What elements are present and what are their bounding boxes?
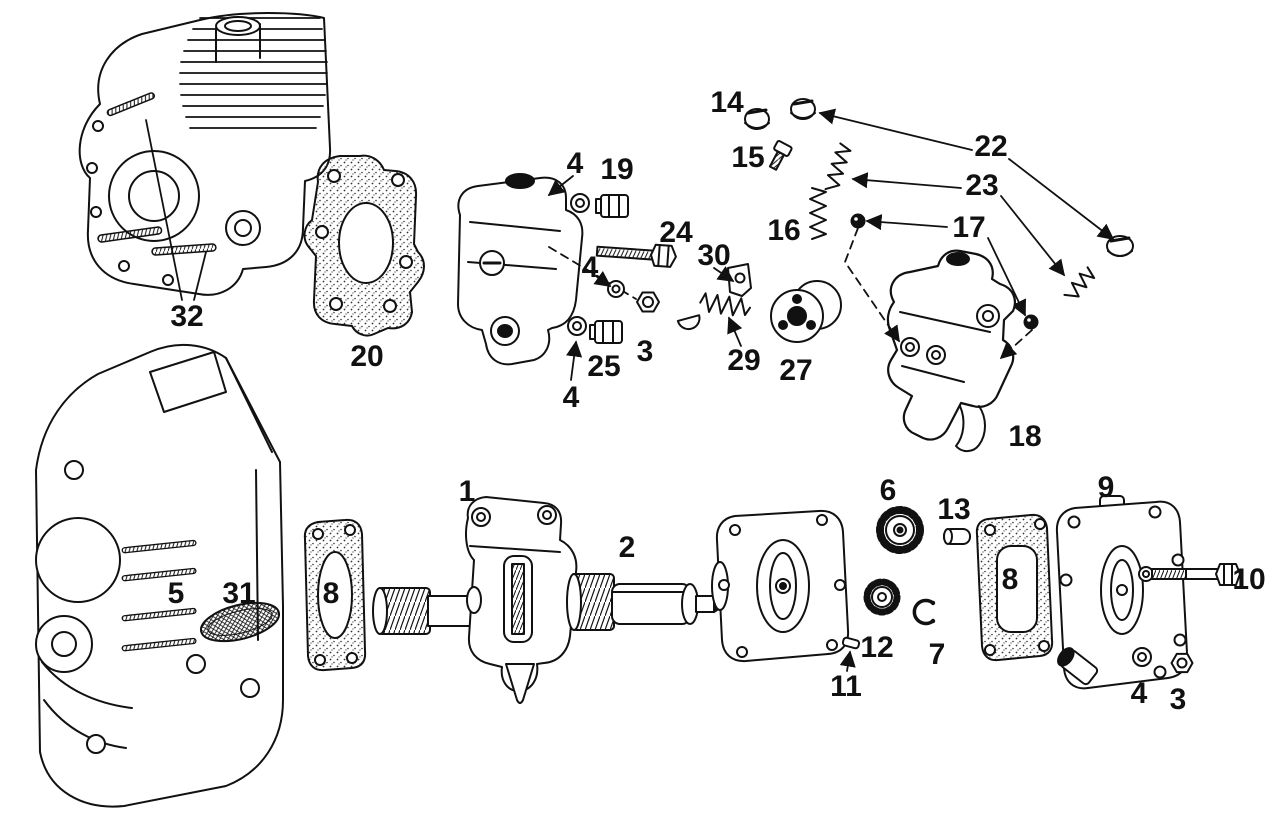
plug-25 [589,320,623,344]
screw-15 [768,140,793,171]
washer-4-lower [567,316,587,336]
cover-9 [1055,495,1189,690]
coupling-27 [770,280,842,343]
cap-screw-22-right [1106,235,1134,257]
pin-13 [943,528,971,545]
spring-29 [699,292,752,317]
plug-19 [595,194,629,218]
assembly-dashed-lines [844,227,1033,360]
ball-17-left [850,213,866,229]
leader-lines-17 [865,214,1026,317]
key-29 [676,314,701,331]
gasket-20 [303,154,425,337]
nut-3-upper [636,291,660,313]
retaining-ring-7 [912,598,936,626]
spring-16 [809,187,827,240]
screen-31 [199,601,281,643]
spring-23-left [824,142,852,191]
cap-screw-14 [744,108,770,130]
washer-4-mid [607,280,625,298]
nut-3-right [1170,652,1194,674]
gear-12 [863,578,901,616]
bolt-24 [595,243,677,268]
gear-shaft-2 [566,573,727,631]
leader-lines-22 [818,108,1115,240]
pump-body-center [711,509,850,663]
gasket-8-right [975,513,1054,662]
gasket-8-left [303,518,367,672]
ball-17-right [1023,314,1039,330]
pump-body-upper [457,173,584,366]
pump-body-18 [886,249,1017,453]
stud-set-5 [121,539,197,652]
bolt-10 [1138,563,1241,586]
callout-arrows [547,175,856,672]
gear-6 [876,506,924,554]
spring-23-right [1063,266,1096,298]
leader-lines-23 [851,172,1066,277]
crankcase-upper [78,12,332,296]
leader-lines-32 [145,119,207,301]
washer-4-right [1132,647,1152,667]
washer-4-upper [570,193,590,213]
key-11 [841,636,861,650]
cap-screw-22-left [790,98,816,120]
stud-set-32 [97,92,217,256]
pump-assembly-1 [372,496,578,704]
